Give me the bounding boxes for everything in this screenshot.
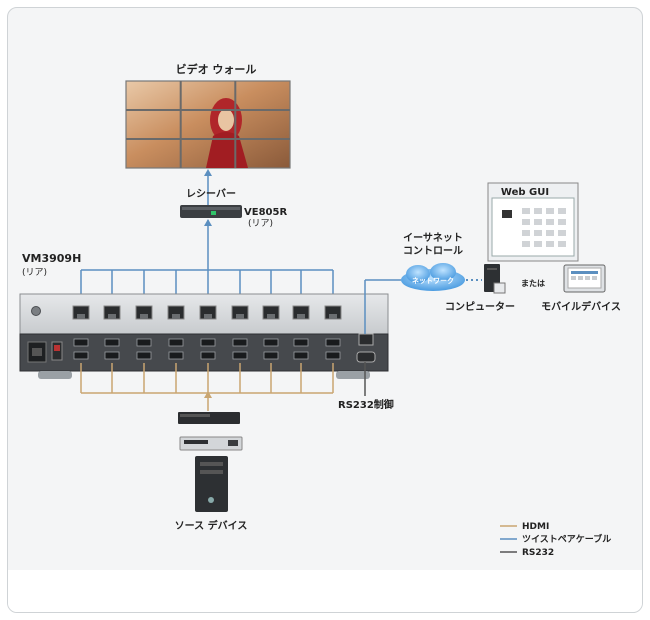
receiver-label: レシーバー bbox=[186, 188, 236, 200]
source-devices-label: ソース デバイス bbox=[175, 519, 248, 532]
ethernet-control-line1: イーサネット bbox=[403, 232, 463, 244]
control-computer-icon bbox=[484, 264, 506, 294]
web-gui-window bbox=[487, 182, 579, 262]
legend-label-rs232: RS232 bbox=[522, 548, 554, 558]
computer-label: コンピューター bbox=[445, 301, 515, 313]
or-label: または bbox=[521, 278, 545, 288]
switch-rear: (リア) bbox=[22, 268, 47, 278]
rj45-output-ports bbox=[72, 305, 342, 320]
mobile-device-icon bbox=[563, 264, 606, 293]
lan-port bbox=[358, 333, 374, 346]
mobile-device-label: モバイルデバイス bbox=[541, 300, 621, 313]
source-players bbox=[178, 412, 243, 451]
video-wall bbox=[125, 80, 291, 169]
receiver-device bbox=[180, 205, 242, 218]
legend: HDMI ツイストペアケーブル RS232 bbox=[500, 522, 611, 558]
hdmi-ports bbox=[73, 338, 341, 360]
switch-model: VM3909H bbox=[22, 252, 81, 265]
twisted-pair-bus bbox=[80, 220, 334, 302]
network-label: ネットワーク bbox=[412, 276, 454, 285]
lan-cable bbox=[364, 279, 401, 334]
legend-label-hdmi: HDMI bbox=[522, 522, 549, 532]
receiver-model: VE805R bbox=[244, 207, 287, 218]
system-diagram: ビデオ ウォール レシーバー VE805R (リア) bbox=[8, 62, 642, 612]
source-computer-icon bbox=[195, 456, 228, 512]
network-cloud-icon bbox=[401, 263, 465, 291]
ethernet-control-line2: コントロール bbox=[403, 245, 463, 257]
diagram-frame: ビデオ ウォール レシーバー VE805R (リア) bbox=[7, 7, 643, 613]
web-gui-label: Web GUI bbox=[501, 187, 549, 198]
rs232-port bbox=[356, 351, 376, 363]
legend-label-twisted-pair: ツイストペアケーブル bbox=[522, 533, 611, 545]
video-wall-label: ビデオ ウォール bbox=[176, 62, 257, 76]
rs232-control-label: RS232制御 bbox=[338, 398, 394, 411]
receiver-rear: (リア) bbox=[248, 219, 273, 229]
footer-band bbox=[8, 570, 642, 612]
